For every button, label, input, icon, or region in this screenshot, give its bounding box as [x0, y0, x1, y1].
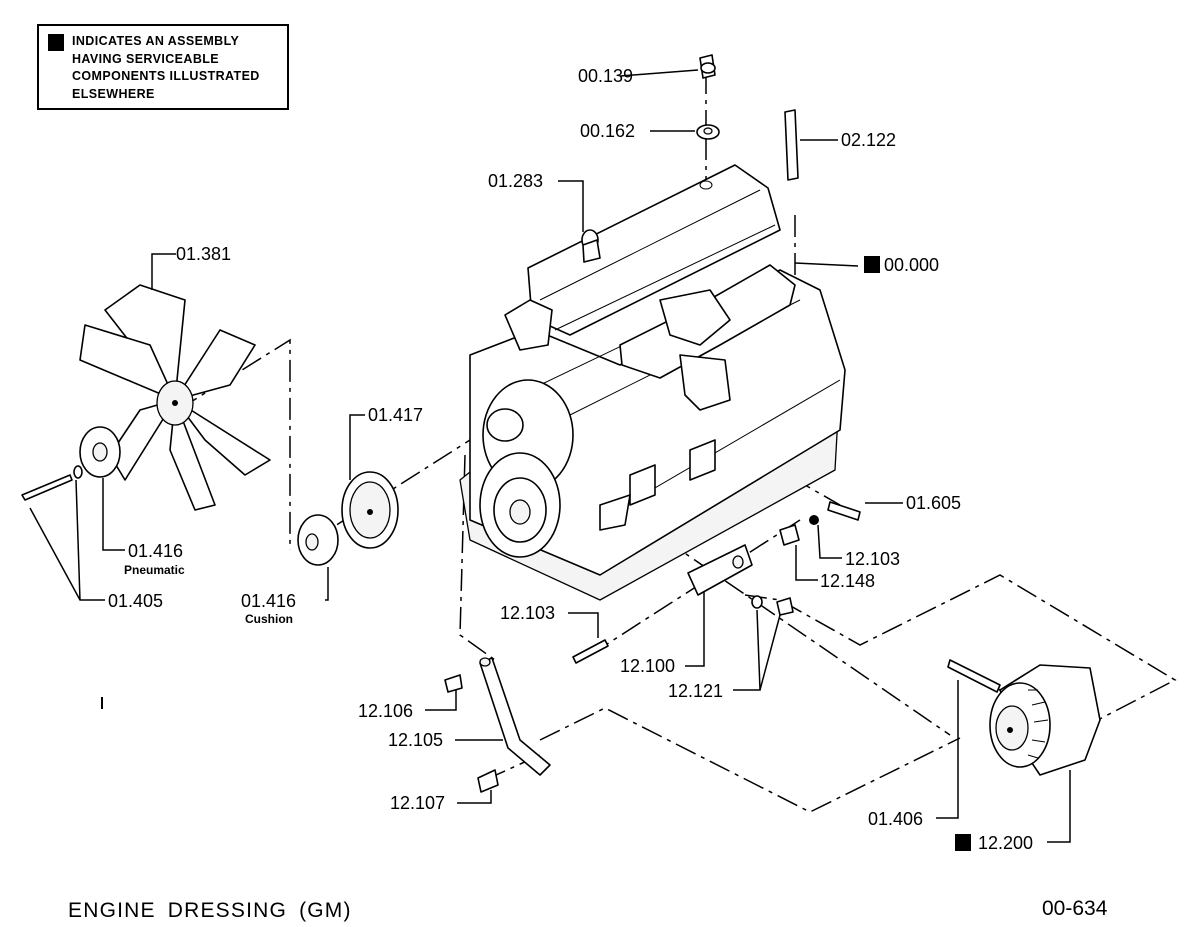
callout-00-000: 00.000 — [884, 255, 939, 275]
assembly-marker-12-200 — [955, 834, 971, 851]
callout-01-417: 01.417 — [368, 405, 423, 425]
callout-labels: 00.139 00.162 02.122 01.283 00.000 01.38… — [108, 66, 1033, 853]
adjusting-strap-hardware — [444, 657, 551, 793]
legend-text: INDICATES AN ASSEMBLY HAVING SERVICEABLE… — [72, 34, 260, 101]
diagram-code: 00-634 — [1042, 897, 1108, 920]
legend-box: INDICATES AN ASSEMBLY HAVING SERVICEABLE… — [37, 24, 289, 110]
assembly-marker-square — [48, 34, 64, 51]
alternator-bracket-hardware — [572, 501, 861, 664]
callout-12-100: 12.100 — [620, 656, 675, 676]
callout-12-103-upper: 12.103 — [845, 549, 900, 569]
callout-12-148: 12.148 — [820, 571, 875, 591]
callout-01-416-pneumatic: 01.416 — [128, 541, 183, 561]
stray-mark — [101, 697, 103, 709]
fan-blade-assembly — [79, 284, 271, 511]
callout-12-121: 12.121 — [668, 681, 723, 701]
callout-01-605: 01.605 — [906, 493, 961, 513]
callout-02-122: 02.122 — [841, 130, 896, 150]
callout-01-283: 01.283 — [488, 171, 543, 191]
alternator-assembly — [947, 659, 1101, 776]
callout-12-107: 12.107 — [390, 793, 445, 813]
callout-12-200: 12.200 — [978, 833, 1033, 853]
callout-01-381: 01.381 — [176, 244, 231, 264]
fan-hardware — [21, 426, 399, 566]
callout-01-406: 01.406 — [868, 809, 923, 829]
label-pneumatic: Pneumatic — [124, 563, 185, 577]
callout-12-103-lower: 12.103 — [500, 603, 555, 623]
label-cushion: Cushion — [245, 612, 293, 626]
callout-01-405: 01.405 — [108, 591, 163, 611]
callout-00-162: 00.162 — [580, 121, 635, 141]
callout-12-106: 12.106 — [358, 701, 413, 721]
diagram-title: ENGINE DRESSING (GM) — [68, 899, 352, 922]
callout-01-416-cushion: 01.416 — [241, 591, 296, 611]
assembly-marker-00-000 — [864, 256, 880, 273]
callout-00-139: 00.139 — [578, 66, 633, 86]
engine-assembly — [459, 164, 846, 601]
top-small-parts — [581, 54, 799, 263]
callout-12-105: 12.105 — [388, 730, 443, 750]
leader-lines — [29, 69, 1071, 843]
